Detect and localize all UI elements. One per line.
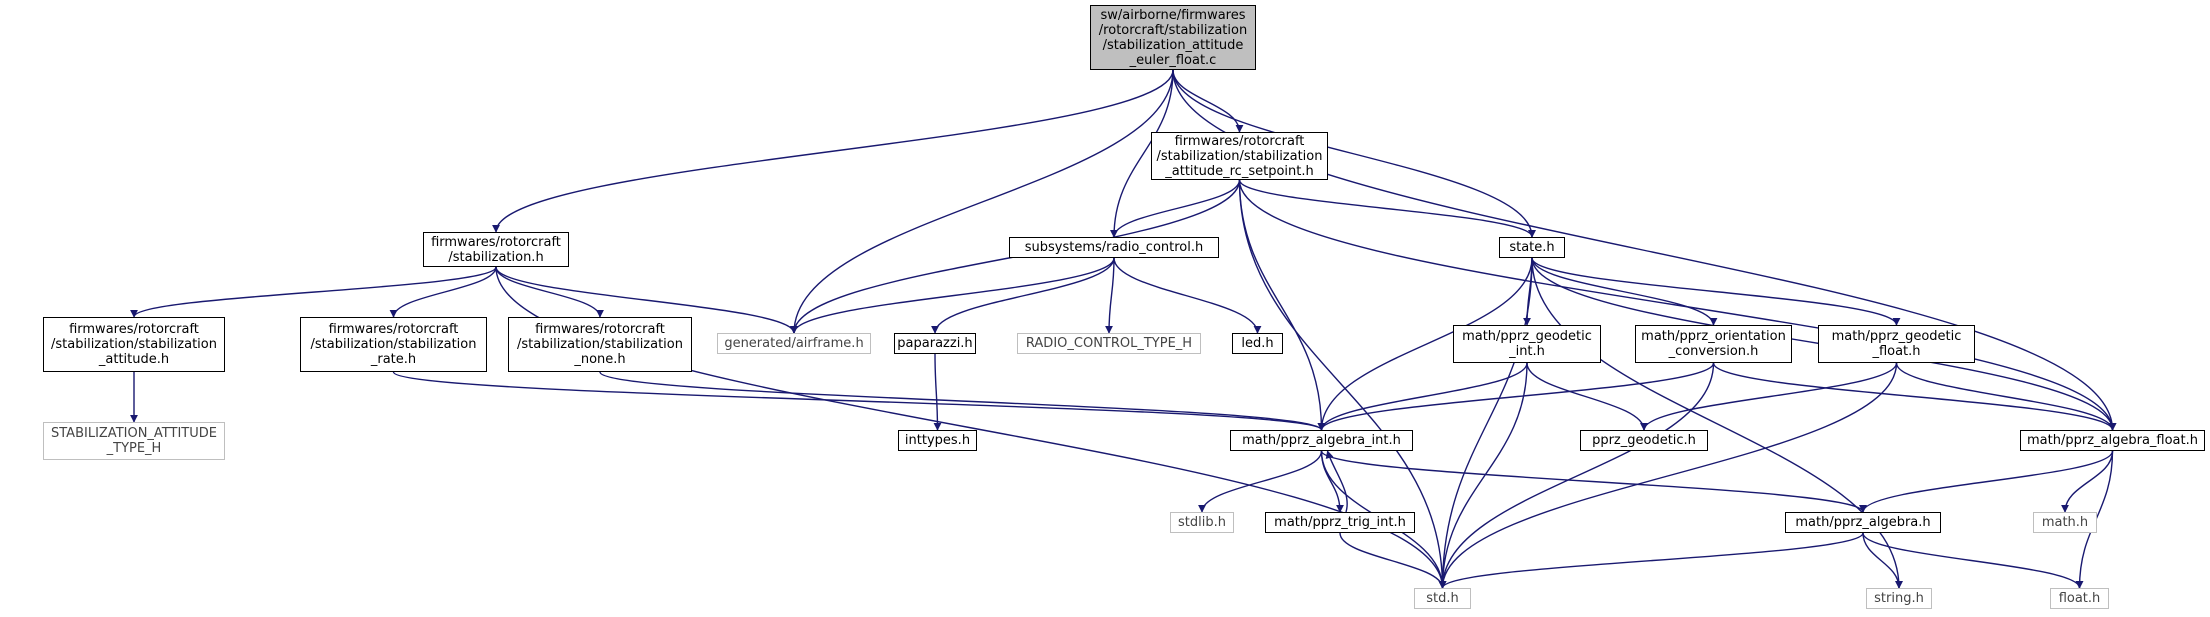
- edge-trig_int-to-std: [1339, 532, 1447, 589]
- edge-stabilization-to-stab_rate: [389, 266, 497, 318]
- node-paparazzi-h[interactable]: paparazzi.h: [894, 333, 976, 354]
- node-pprz-algebra-int-h[interactable]: math/pprz_algebra_int.h: [1230, 430, 1413, 451]
- edge-radio_control-to-rc_type: [1105, 257, 1115, 334]
- node-math-h: math.h: [2033, 512, 2097, 533]
- node-pprz-geodetic-h[interactable]: pprz_geodetic.h: [1580, 430, 1708, 451]
- edge-state-to-std: [1438, 257, 1533, 589]
- edge-geodetic_int-to-pprz_geodetic: [1526, 362, 1648, 431]
- edge-algebra_int-to-stdlib: [1198, 450, 1323, 513]
- node-float-h: float.h: [2050, 588, 2109, 609]
- edge-state-to-string: [1531, 257, 1903, 589]
- node-led-h[interactable]: led.h: [1232, 333, 1283, 354]
- edge-rc_setpoint-to-algebra_float: [1238, 179, 2117, 431]
- edge-stab_rate-to-algebra_int: [392, 371, 1326, 431]
- edge-stab_none-to-algebra_int: [599, 371, 1326, 431]
- node-pprz-geodetic-int-h[interactable]: math/pprz_geodetic _int.h: [1453, 325, 1601, 363]
- edge-orientation-to-algebra_float: [1712, 362, 2117, 431]
- node-stabilization-attitude-h[interactable]: firmwares/rotorcraft /stabilization/stab…: [43, 317, 225, 372]
- edge-stabilization-to-airframe: [495, 266, 798, 334]
- edge-orientation-to-std: [1438, 362, 1715, 589]
- node-pprz-algebra-h[interactable]: math/pprz_algebra.h: [1785, 512, 1941, 533]
- edge-algebra_float-to-algebra: [1859, 450, 2114, 513]
- node-root-file: sw/airborne/firmwares /rotorcraft/stabil…: [1090, 5, 1256, 70]
- edge-state-to-algebra_int: [1317, 257, 1533, 431]
- node-inttypes-h[interactable]: inttypes.h: [898, 430, 977, 451]
- edge-radio_control-to-paparazzi: [931, 257, 1115, 334]
- edge-algebra_int-to-algebra: [1320, 450, 1867, 513]
- node-pprz-orientation-conversion-h[interactable]: math/pprz_orientation _conversion.h: [1635, 325, 1792, 363]
- edge-state-to-orientation: [1531, 257, 1718, 326]
- edge-radio_control-to-led: [1113, 257, 1262, 334]
- edge-rc_setpoint-to-std: [1238, 179, 1447, 589]
- edge-radio_control-to-airframe: [790, 257, 1115, 334]
- node-stabilization-attitude-rc-setpoint-h[interactable]: firmwares/rotorcraft /stabilization/stab…: [1151, 132, 1328, 180]
- edge-root-to-airframe: [790, 69, 1174, 334]
- node-stabilization-rate-h[interactable]: firmwares/rotorcraft /stabilization/stab…: [300, 317, 487, 372]
- edge-root-to-radio_control: [1110, 69, 1174, 238]
- node-radio-control-h[interactable]: subsystems/radio_control.h: [1009, 237, 1219, 258]
- edge-trig_int-to-algebra_int: [1325, 450, 1348, 513]
- edge-geodetic_float-to-pprz_geodetic: [1640, 362, 1898, 431]
- edge-rc_setpoint-to-algebra_int: [1238, 179, 1326, 431]
- edge-stabilization-to-stab_none: [495, 266, 604, 318]
- node-std-h: std.h: [1414, 588, 1471, 609]
- edge-root-to-rc_setpoint: [1172, 69, 1244, 133]
- node-stabilization-attitude-type-h: STABILIZATION_ATTITUDE _TYPE_H: [43, 422, 225, 460]
- node-string-h: string.h: [1866, 588, 1932, 609]
- edge-rc_setpoint-to-state: [1238, 179, 1536, 238]
- edge-geodetic_float-to-algebra_float: [1895, 362, 2117, 431]
- node-stdlib-h: stdlib.h: [1170, 512, 1234, 533]
- edge-stabilization-to-std: [495, 266, 1447, 589]
- edge-geodetic_int-to-std: [1438, 362, 1528, 589]
- edge-root-to-stabilization: [492, 69, 1174, 233]
- edge-algebra-to-string: [1862, 532, 1903, 589]
- node-generated-airframe-h: generated/airframe.h: [717, 333, 871, 354]
- edge-state-to-geodetic_float: [1531, 257, 1901, 326]
- edge-geodetic_float-to-std: [1438, 362, 1898, 589]
- edge-algebra-to-std: [1438, 532, 1864, 589]
- node-pprz-algebra-float-h[interactable]: math/pprz_algebra_float.h: [2020, 430, 2205, 451]
- node-state-h[interactable]: state.h: [1499, 237, 1565, 258]
- node-stabilization-h[interactable]: firmwares/rotorcraft /stabilization.h: [423, 232, 569, 267]
- edge-algebra_float-to-math: [2061, 450, 2114, 513]
- edge-orientation-to-algebra_int: [1317, 362, 1715, 431]
- node-radio-control-type-h: RADIO_CONTROL_TYPE_H: [1017, 333, 1201, 354]
- node-stabilization-none-h[interactable]: firmwares/rotorcraft /stabilization/stab…: [508, 317, 692, 372]
- node-pprz-trig-int-h[interactable]: math/pprz_trig_int.h: [1265, 512, 1415, 533]
- node-pprz-geodetic-float-h[interactable]: math/pprz_geodetic _float.h: [1818, 325, 1975, 363]
- edge-algebra-to-float: [1862, 532, 2084, 589]
- edge-paparazzi-to-inttypes: [933, 353, 942, 431]
- edge-root-to-state: [1172, 69, 1536, 238]
- edge-rc_setpoint-to-radio_control: [1110, 179, 1241, 238]
- edge-geodetic_int-to-algebra_int: [1317, 362, 1528, 431]
- edge-stabilization-to-stab_attitude: [130, 266, 497, 318]
